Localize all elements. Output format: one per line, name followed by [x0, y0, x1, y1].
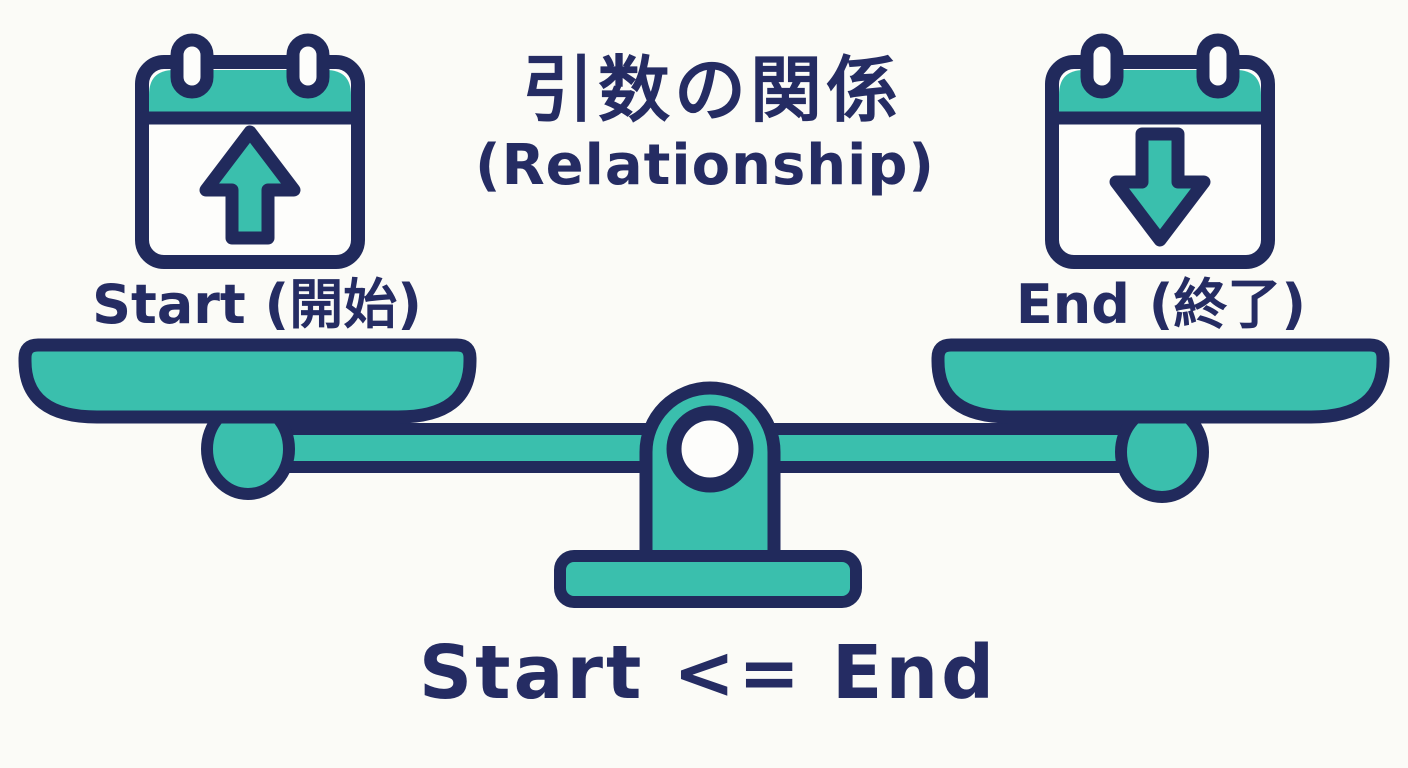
- calendar-ring-left: [1080, 33, 1124, 99]
- balance-scale-icon: [18, 338, 1390, 608]
- diagram-title-en: (Relationship): [474, 133, 936, 198]
- calendar-ring-right: [1196, 33, 1240, 99]
- calendar-up-icon: [135, 33, 365, 269]
- relationship-formula: Start <= End: [418, 630, 998, 716]
- start-label: Start (開始): [92, 273, 422, 336]
- arrow-up-icon: [199, 125, 301, 245]
- calendar-ring-left: [170, 33, 214, 99]
- arrow-down-icon: [1109, 127, 1211, 247]
- calendar-ring-right: [286, 33, 330, 99]
- balance-base: [554, 550, 862, 608]
- right-pan: [931, 338, 1390, 424]
- left-pan: [18, 338, 477, 424]
- pivot-hole: [666, 405, 754, 493]
- diagram-title-jp: 引数の関係: [521, 48, 903, 132]
- end-label: End (終了): [1015, 273, 1307, 336]
- calendar-down-icon: [1045, 33, 1275, 269]
